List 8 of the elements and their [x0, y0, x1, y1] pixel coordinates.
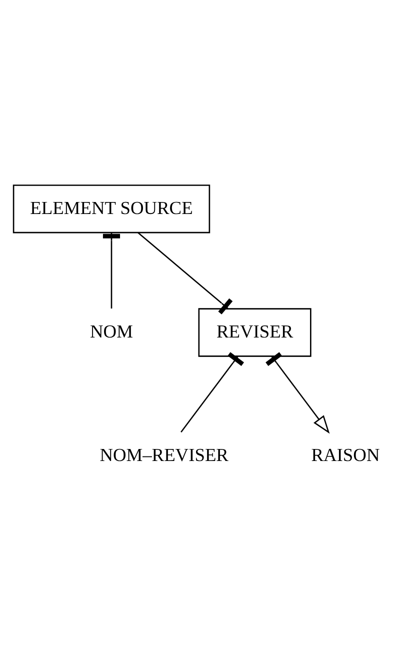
node-box: REVISER [198, 308, 312, 357]
node-text: NOM [90, 321, 133, 342]
node-box: ELEMENT SOURCE [12, 184, 210, 234]
connector [138, 232, 233, 314]
node-text: RAISON [311, 444, 380, 465]
connector [180, 352, 244, 432]
arrow [266, 352, 330, 434]
node-text: NOM–REVISER [100, 444, 228, 465]
